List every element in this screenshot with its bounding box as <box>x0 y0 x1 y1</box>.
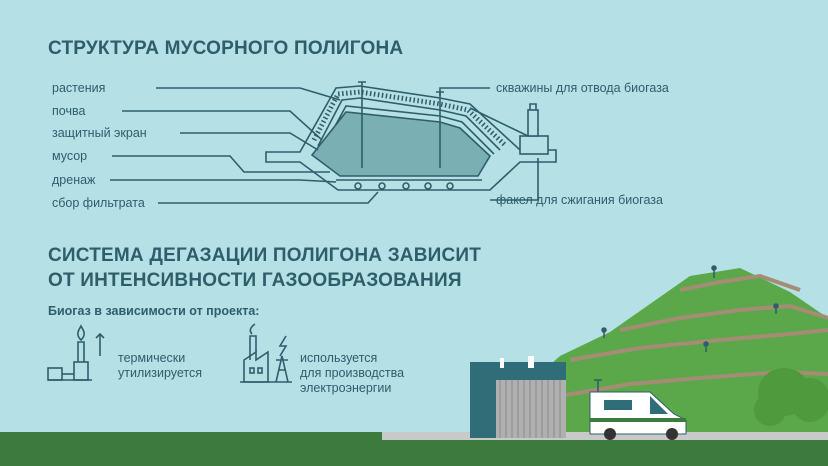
option-thermal-line1: термически <box>118 351 186 365</box>
option-thermal-line2: утилизируется <box>118 366 203 380</box>
degassing-title-line1: СИСТЕМА ДЕГАЗАЦИИ ПОЛИГОНА ЗАВИСИТ <box>48 245 482 266</box>
gas-pipe <box>469 107 529 137</box>
option-electricity: используется для производства электроэне… <box>300 351 404 396</box>
layer-label-soil: почва <box>52 104 86 118</box>
wells-label: скважины для отвода биогаза <box>496 81 669 95</box>
option-electricity-line3: электроэнергии <box>300 381 392 395</box>
flare-unit <box>519 135 549 155</box>
tree <box>754 368 828 426</box>
option-thermal: термически утилизируется <box>118 351 202 381</box>
gas-plant-building <box>470 356 566 438</box>
layer-label-plants: растения <box>52 81 106 95</box>
option-electricity-line2: для производства <box>300 366 405 380</box>
service-van <box>589 379 687 440</box>
structure-title: СТРУКТУРА МУСОРНОГО ПОЛИГОНА <box>48 38 404 59</box>
plants-layer <box>311 89 508 148</box>
degassing-title-line2: ОТ ИНТЕНСИВНОСТИ ГАЗООБРАЗОВАНИЯ <box>48 270 462 291</box>
layer-label-waste: мусор <box>52 149 88 163</box>
landfill-diagram <box>110 81 557 204</box>
layer-label-screen: защитный экран <box>52 126 147 140</box>
flare-label: факел для сжигания биогаза <box>496 193 663 207</box>
power-plant-icon <box>240 323 292 383</box>
biogas-subtitle: Биогаз в зависимости от проекта: <box>48 304 260 318</box>
soil-layer <box>317 97 501 151</box>
flare-burner-icon <box>47 324 105 381</box>
layer-label-leachate: сбор фильтрата <box>52 196 145 210</box>
layer-label-drainage: дренаж <box>52 173 96 187</box>
option-electricity-line1: используется <box>300 351 378 365</box>
